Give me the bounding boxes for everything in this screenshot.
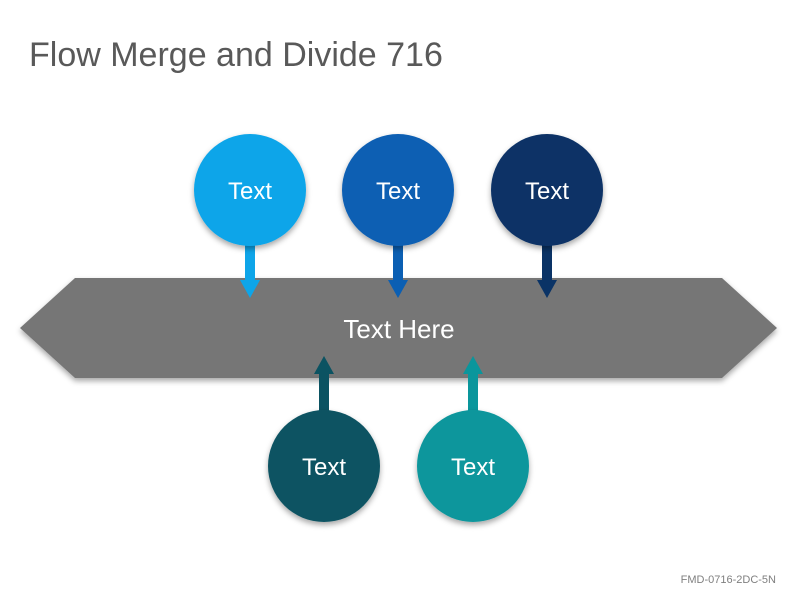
footer-code: FMD-0716-2DC-5N [680,574,776,586]
top-arrow-head-2 [388,280,408,298]
bottom-arrow-head-2 [463,356,483,374]
top-circle-label-2: Text [376,178,420,205]
top-node-1: Text [194,134,306,298]
bottom-node-2: Text [417,356,529,522]
top-circle-label-1: Text [228,178,272,205]
bottom-circle-1 [268,410,380,522]
top-circle-3 [491,134,603,246]
bottom-circle-2 [417,410,529,522]
bottom-circle-label-2: Text [451,454,495,481]
page-title: Flow Merge and Divide 716 [29,36,443,74]
top-circle-2 [342,134,454,246]
top-circle-1 [194,134,306,246]
top-arrow-shaft-3 [542,240,552,282]
top-arrow-head-3 [537,280,557,298]
top-arrow-shaft-2 [393,240,403,282]
bottom-arrow-head-1 [314,356,334,374]
main-flow-label: Text Here [343,314,454,344]
top-arrow-head-1 [240,280,260,298]
top-node-3: Text [491,134,603,298]
bottom-node-1: Text [268,356,380,522]
top-arrow-shaft-1 [245,240,255,282]
bottom-arrow-shaft-2 [468,372,478,420]
top-node-2: Text [342,134,454,298]
bottom-circle-label-1: Text [302,454,346,481]
top-circle-label-3: Text [525,178,569,205]
bottom-arrow-shaft-1 [319,372,329,420]
main-flow-bar [20,278,777,378]
